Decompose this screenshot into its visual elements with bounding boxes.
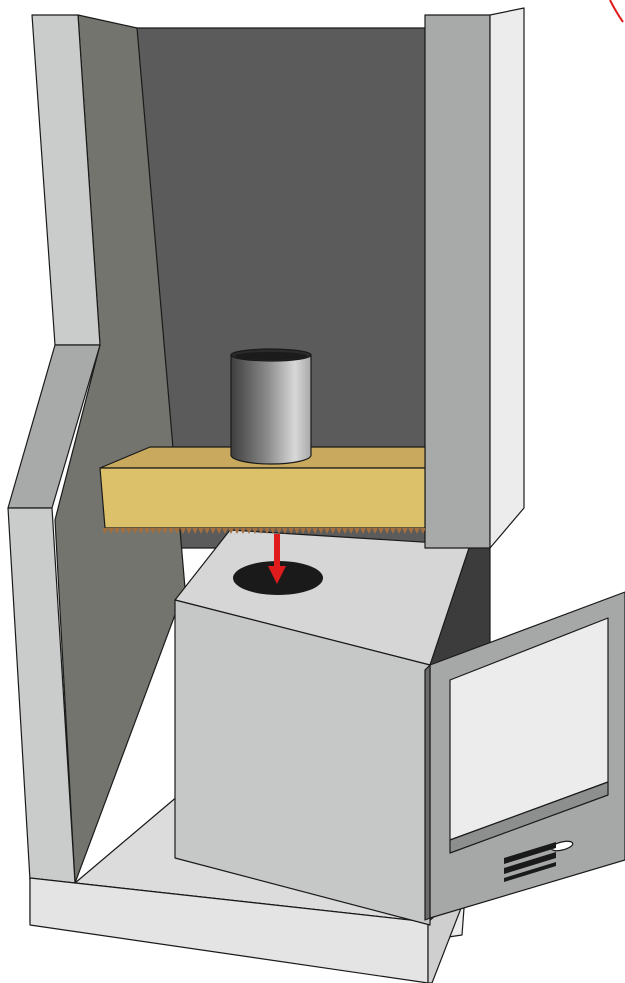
cylinder-vessel (231, 349, 311, 464)
slab-fringe (103, 528, 425, 534)
red-curve-fragment (610, 0, 623, 22)
right-panel-edge (490, 8, 524, 548)
slab-front (100, 468, 425, 528)
right-panel-face (425, 15, 490, 548)
door-edge (425, 665, 430, 920)
